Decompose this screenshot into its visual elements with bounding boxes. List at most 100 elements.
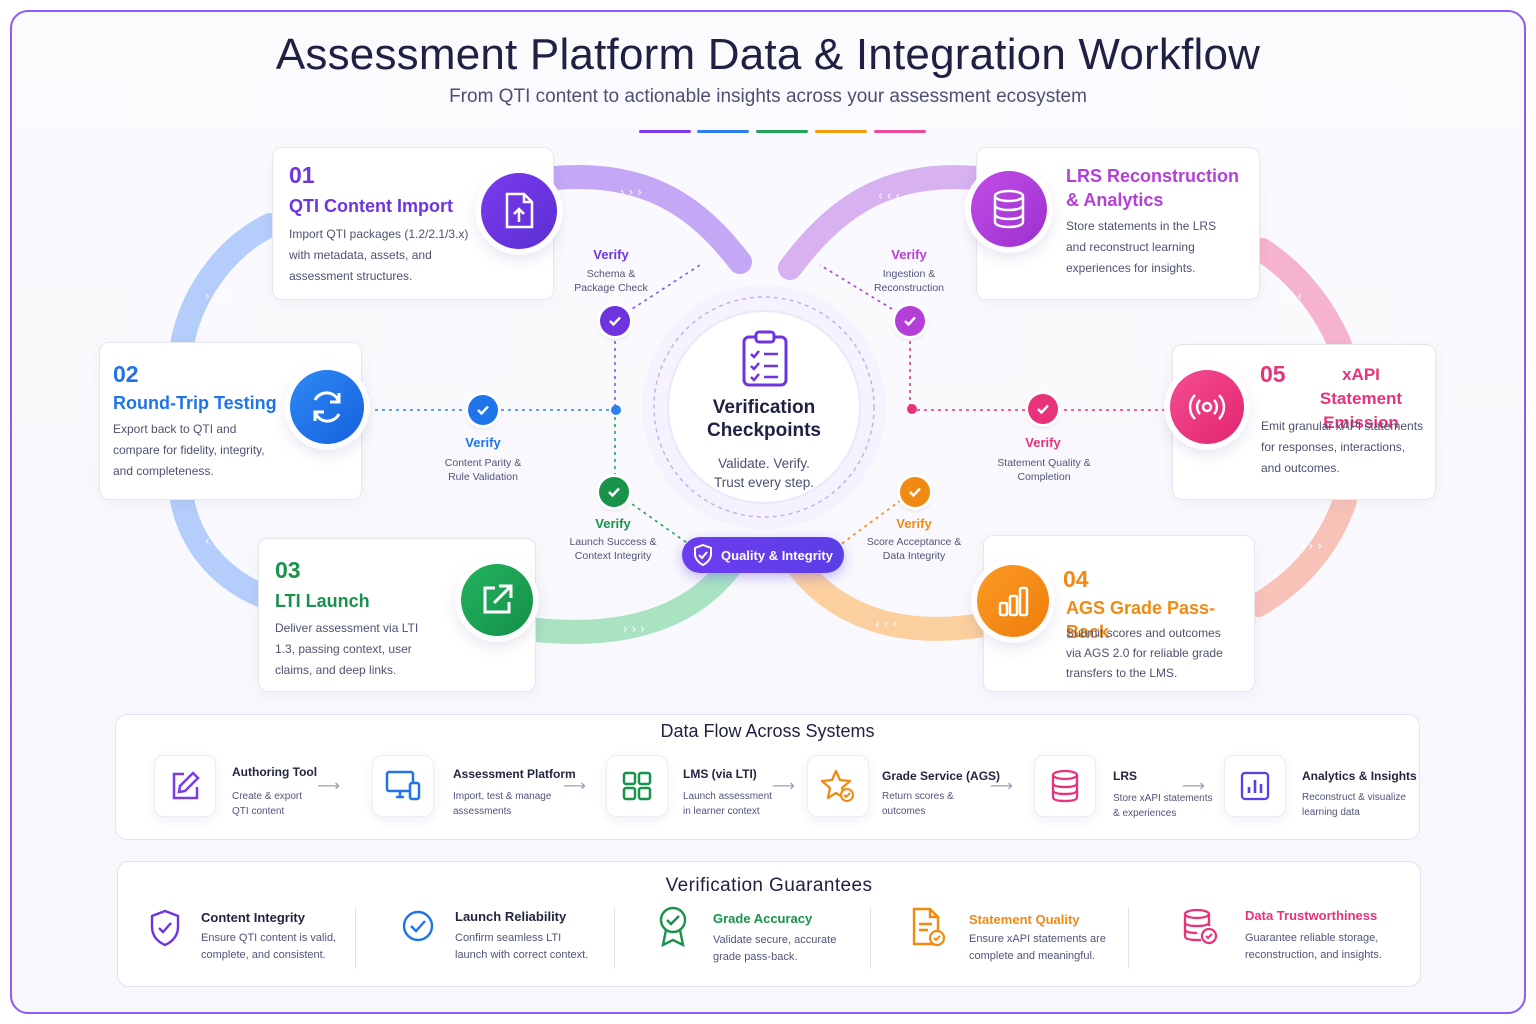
loop-left-bottom xyxy=(525,548,747,644)
shield-check-icon xyxy=(150,909,180,947)
guarantee-title: Launch Reliability xyxy=(455,909,567,924)
grade-service-node[interactable] xyxy=(807,755,869,817)
checkpoint-ingestion[interactable] xyxy=(895,306,925,336)
center-sub-line-1: Validate. Verify. xyxy=(718,456,810,471)
lrs-node[interactable] xyxy=(1034,755,1096,817)
step-number: 05 xyxy=(1260,361,1286,387)
accent-bar-orange xyxy=(815,130,867,133)
check-icon xyxy=(608,487,620,498)
step-title: QTI Content Import xyxy=(289,196,453,216)
divider xyxy=(1128,907,1129,969)
center-title-line-2: Checkpoints xyxy=(706,420,822,441)
node-desc: Return scores &outcomes xyxy=(882,791,954,817)
verify-sub-launch: Launch Success &Context Integrity xyxy=(569,536,657,562)
assessment-platform-node[interactable] xyxy=(372,755,434,817)
qti-import-icon-badge xyxy=(481,173,557,249)
file-upload-icon xyxy=(505,192,534,229)
accent-bar-green xyxy=(756,130,808,133)
svg-text:› › ›: › › › xyxy=(620,185,642,199)
verify-sub-statement: Statement Quality &Completion xyxy=(997,457,1091,483)
step-title: LTI Launch xyxy=(275,591,370,611)
step-card-lrs-analytics[interactable]: LRS Reconstruction& Analytics Store stat… xyxy=(976,147,1260,300)
guarantee-desc: Ensure QTI content is valid,complete, an… xyxy=(201,932,337,961)
loop-right-outer-top xyxy=(1250,238,1352,357)
verify-label-schema: Verify xyxy=(593,247,629,262)
document-check-icon xyxy=(912,907,946,947)
broadcast-icon xyxy=(1188,394,1226,420)
ags-icon-badge xyxy=(977,565,1049,637)
guarantees-title: Verification Guarantees xyxy=(665,875,873,896)
loop-right-outer-bottom xyxy=(1246,488,1357,617)
page-subtitle: From QTI content to actionable insights … xyxy=(449,86,1087,107)
guarantee-desc: Guarantee reliable storage,reconstructio… xyxy=(1245,932,1382,961)
quality-integrity-pill[interactable]: Quality & Integrity xyxy=(682,537,844,573)
verification-checkpoints-hub: Verification Checkpoints Validate. Verif… xyxy=(669,296,859,516)
accent-bar-pink xyxy=(874,130,926,133)
refresh-icon xyxy=(313,391,341,423)
verify-label-launch: Verify xyxy=(595,516,631,531)
node-title: LRS xyxy=(1113,769,1137,783)
flow-arrow: ⟶ xyxy=(563,778,586,795)
node-title: LMS (via LTI) xyxy=(683,767,757,781)
clipboard-checklist-icon xyxy=(742,330,788,387)
flow-arrow: ⟶ xyxy=(990,778,1013,795)
verification-guarantees-panel: Verification Guarantees xyxy=(117,861,1421,987)
svg-text:‹ ‹ ‹: ‹ ‹ ‹ xyxy=(205,534,227,548)
verify-label-score: Verify xyxy=(896,516,932,531)
checkpoint-content-parity[interactable] xyxy=(468,395,498,425)
data-flow-panel: Data Flow Across Systems xyxy=(115,714,1420,840)
loop-left-outer-top xyxy=(170,213,282,357)
svg-text:‹ ‹ ‹: ‹ ‹ ‹ xyxy=(1280,289,1302,303)
step-number: 02 xyxy=(113,361,139,387)
flow-arrow: ⟶ xyxy=(317,778,340,795)
round-trip-icon-badge xyxy=(290,370,364,444)
shield-check-icon xyxy=(694,544,713,566)
checkpoint-statement-quality[interactable] xyxy=(1028,394,1058,424)
pill-label: Quality & Integrity xyxy=(721,547,833,563)
authoring-tool-node[interactable] xyxy=(154,755,216,817)
check-icon xyxy=(909,487,921,498)
step-number: 01 xyxy=(289,162,315,188)
database-icon xyxy=(1051,769,1079,803)
accent-bar-purple xyxy=(639,130,691,133)
lti-launch-icon-badge xyxy=(461,564,533,636)
svg-text:› › ›: › › › xyxy=(1300,539,1322,553)
checkpoint-score-acceptance[interactable] xyxy=(900,477,930,507)
bar-chart-icon xyxy=(998,586,1029,617)
divider xyxy=(355,907,356,969)
center-sub-line-2: Trust every step. xyxy=(713,475,815,490)
step-number: 03 xyxy=(275,557,301,583)
check-icon xyxy=(477,405,489,416)
verify-label-statement: Verify xyxy=(1025,435,1061,450)
loop-right-top xyxy=(778,165,987,280)
step-title: LRS Reconstruction& Analytics xyxy=(1066,166,1240,210)
checkpoint-launch-success[interactable] xyxy=(599,477,629,507)
star-badge-icon xyxy=(820,769,854,802)
node-title: Grade Service (AGS) xyxy=(882,769,1001,783)
check-icon xyxy=(1037,404,1049,415)
guarantee-title: Statement Quality xyxy=(969,912,1080,927)
svg-text:› › ›: › › › xyxy=(205,289,227,303)
svg-text:› › ›: › › › xyxy=(623,622,645,636)
circle-check-icon xyxy=(402,910,434,942)
loop-left-outer-bottom xyxy=(170,488,272,607)
verify-sub-schema: Schema &Package Check xyxy=(574,268,648,294)
lms-node[interactable] xyxy=(606,755,668,817)
step-title: Round-Trip Testing xyxy=(113,393,277,413)
checkpoint-schema-check[interactable] xyxy=(600,306,630,336)
award-icon xyxy=(659,906,687,948)
step-title: AGS Grade Pass-Back xyxy=(1066,598,1216,642)
divider xyxy=(614,907,615,969)
analytics-node[interactable] xyxy=(1224,755,1286,817)
lrs-icon-badge xyxy=(971,171,1047,247)
